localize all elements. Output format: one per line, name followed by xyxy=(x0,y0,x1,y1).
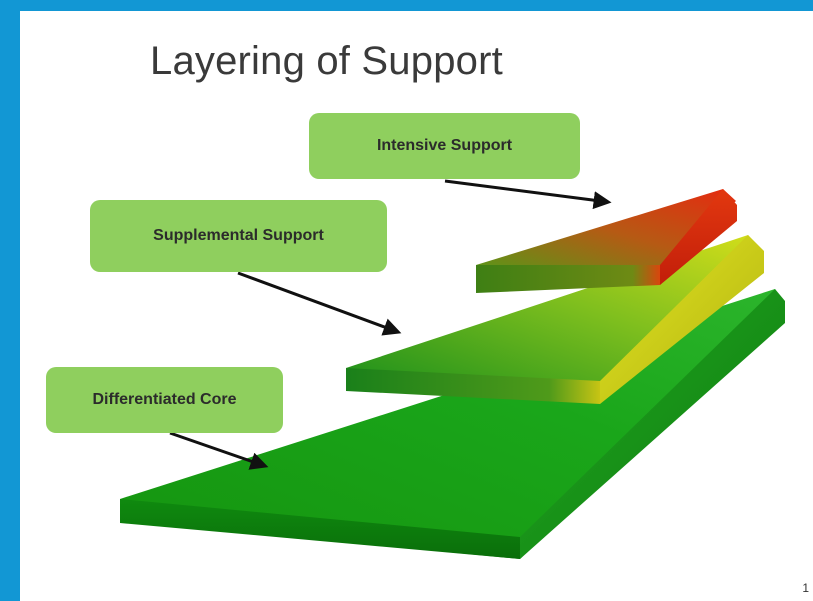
intensive-support-text: Intensive Support xyxy=(376,137,513,154)
supplemental-support-label: Supplemental Support xyxy=(90,200,387,272)
slide: Layering of Support xyxy=(20,11,813,601)
core-arrow xyxy=(169,431,269,470)
page-number: 1 xyxy=(802,581,809,595)
differentiated-core-text: Differentiated Core xyxy=(92,391,237,408)
intensive-support-label: Intensive Support xyxy=(309,113,580,179)
differentiated-core-label: Differentiated Core xyxy=(46,367,283,433)
supplemental-support-text: Supplemental Support xyxy=(153,227,324,244)
slide-title: Layering of Support xyxy=(150,39,503,83)
intensive-arrow xyxy=(444,179,612,210)
supplemental-arrow xyxy=(237,271,402,336)
intensive-layer xyxy=(476,189,737,293)
layered-support-diagram xyxy=(120,179,785,559)
